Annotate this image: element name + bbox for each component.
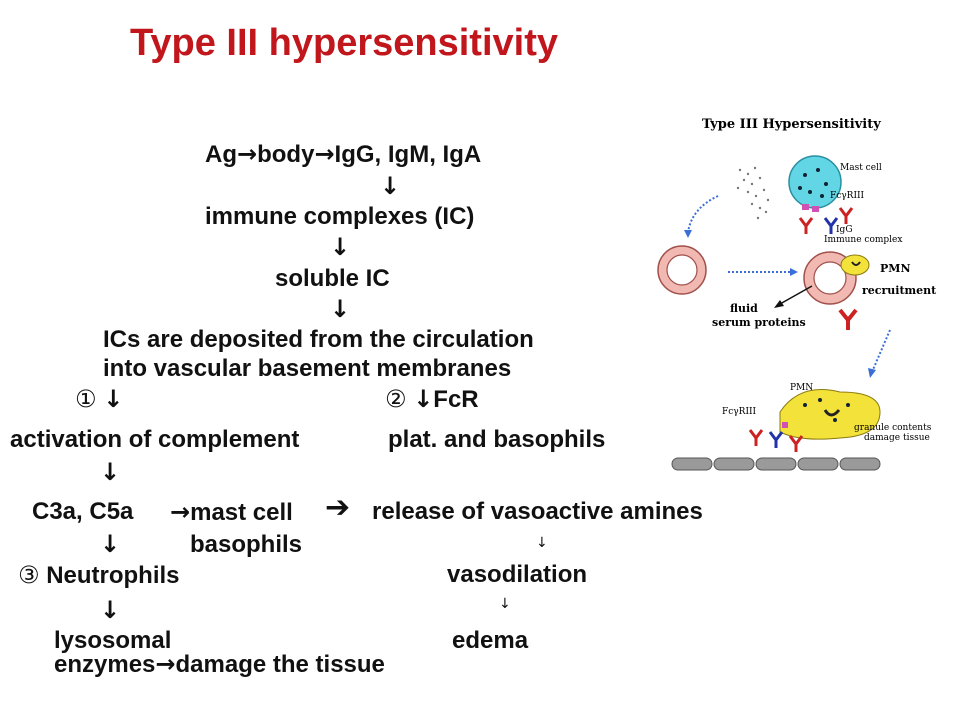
blood-vessel-icon — [657, 245, 707, 295]
mast-cell-line: →mast cell — [170, 498, 293, 527]
illustration-svg: Type III Hypersensitivity Mast cell FcγR… — [657, 117, 937, 471]
fluid-arrow-icon — [779, 285, 813, 305]
c3a-c5a-label: C3a, C5a — [32, 498, 134, 525]
pmn-damage-icon — [748, 389, 881, 452]
basement-membrane-icon — [671, 457, 881, 471]
figure-title: Type III Hypersensitivity — [702, 117, 881, 132]
deposition-line1: ICs are deposited from the circulation — [103, 326, 534, 353]
arrow-head-icon — [774, 300, 784, 308]
small-down-arrow-icon: ↓ — [536, 535, 548, 551]
fcgriii-fig-label: FcγRIII — [830, 191, 865, 201]
down-arrow-icon: ↓ — [413, 385, 434, 413]
basophils-label: basophils — [190, 531, 303, 558]
fcr-label: FcR — [433, 386, 479, 413]
flow-line-antigen: Ag→body→IgG, IgM, IgA — [205, 140, 481, 169]
release-amines-label: release of vasoactive amines — [372, 498, 703, 525]
enzymes-label: enzymes — [54, 651, 156, 678]
circled-one-icon: ① — [75, 385, 97, 413]
down-arrow-icon: ↓ — [330, 295, 351, 323]
down-arrow-icon: ↓ — [103, 385, 124, 413]
pmn-fig-label: PMN — [880, 262, 911, 275]
neutrophils-label: Neutrophils — [46, 562, 180, 589]
marker-1: ① ↓ — [75, 385, 123, 414]
fcgriii2-fig-label: FcγRIII — [722, 407, 757, 417]
dotted-arrow-icon — [687, 195, 719, 233]
down-arrow-icon: ↓ — [100, 596, 121, 624]
marker-2: ② ↓FcR — [385, 385, 479, 414]
lysosomal-label: lysosomal — [54, 627, 172, 654]
damage-tissue-label: damage the tissue — [175, 651, 385, 678]
immune-complex-fig-label: Immune complex — [824, 235, 902, 245]
serum-proteins-fig-label: serum proteins — [712, 316, 806, 329]
arrow-head-icon — [790, 268, 798, 276]
dotted-arrow-icon — [871, 329, 891, 373]
right-arrow-icon: → — [170, 498, 191, 526]
right-arrow-icon: → — [237, 140, 258, 168]
antibodies-label: IgG, IgM, IgA — [334, 141, 482, 168]
big-right-arrow-icon: ➔ — [325, 490, 351, 525]
arrow-head-icon — [684, 230, 692, 238]
arrow-head-icon — [868, 368, 876, 378]
fluid-fig-label: fluid — [730, 302, 758, 315]
small-down-arrow-icon: ↓ — [499, 596, 511, 612]
damage-tissue-fig-label: damage tissue — [864, 433, 930, 443]
antibody-icon — [838, 308, 858, 330]
soluble-ic-label: soluble IC — [275, 265, 390, 292]
immune-complexes-label: immune complexes (IC) — [205, 203, 475, 230]
neutrophils-line: ③ Neutrophils — [18, 561, 180, 590]
down-arrow-icon: ↓ — [100, 458, 121, 486]
edema-label: edema — [452, 627, 529, 654]
igg-antibody-icon — [798, 207, 854, 234]
antigen-label: Ag — [205, 141, 237, 168]
mast-cell-fig-label: Mast cell — [840, 163, 882, 173]
platelets-basophils-label: plat. and basophils — [388, 426, 606, 453]
page-title: Type III hypersensitivity — [130, 22, 559, 64]
recruitment-fig-label: recruitment — [862, 284, 937, 297]
circled-two-icon: ② — [385, 385, 407, 413]
body-label: body — [257, 141, 315, 168]
immune-complex-cloud-icon — [736, 166, 770, 220]
activation-complement-label: activation of complement — [10, 426, 300, 453]
mast-cell-label: mast cell — [190, 499, 293, 526]
right-arrow-icon: → — [155, 650, 176, 678]
vasodilation-label: vasodilation — [447, 561, 588, 588]
down-arrow-icon: ↓ — [100, 530, 121, 558]
enzymes-line: enzymes→damage the tissue — [54, 650, 385, 679]
pmn2-fig-label: PMN — [790, 383, 813, 393]
right-arrow-icon: → — [314, 140, 335, 168]
granule-contents-fig-label: granule contents — [854, 423, 932, 433]
down-arrow-icon: ↓ — [380, 172, 401, 200]
igg-fig-label: IgG — [836, 225, 853, 235]
down-arrow-icon: ↓ — [330, 233, 351, 261]
mast-cell-icon — [788, 155, 842, 212]
circled-three-icon: ③ — [18, 561, 40, 589]
type-iii-illustration: Type III Hypersensitivity Mast cell FcγR… — [640, 100, 960, 490]
deposition-line2: into vascular basement membranes — [103, 355, 512, 382]
inflamed-vessel-icon — [803, 251, 870, 305]
